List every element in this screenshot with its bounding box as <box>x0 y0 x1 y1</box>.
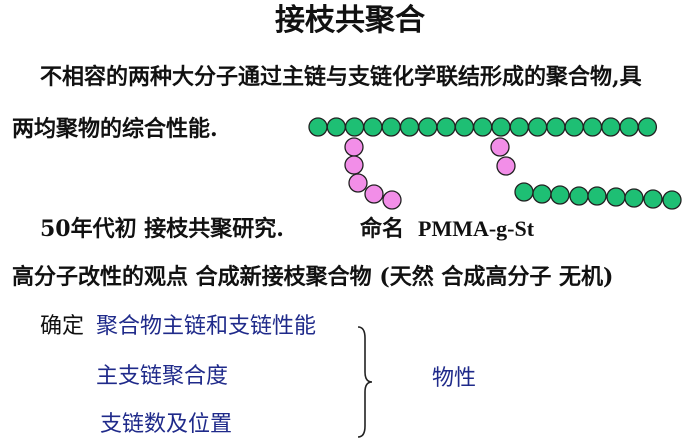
history-text: 50年代初 接枝共聚研究. <box>40 216 284 242</box>
branch2-green-bead <box>662 190 682 210</box>
backbone-bead <box>363 117 383 137</box>
naming-value: PMMA-g-St <box>418 216 535 241</box>
modification-viewpoint: 高分子改性的观点 合成新接枝聚合物 (天然 合成高分子 无机) <box>12 264 614 290</box>
backbone-bead <box>381 117 401 137</box>
determine-item-3: 支链数及位置 <box>100 412 233 437</box>
branch2-green-bead <box>624 188 644 208</box>
backbone-bead <box>527 117 548 137</box>
backbone-bead <box>473 117 493 137</box>
backbone-bead <box>454 117 475 137</box>
determine-item-2: 主支链聚合度 <box>96 364 229 389</box>
right-brace <box>357 326 373 438</box>
branch1-bead <box>344 155 364 175</box>
branch2-pink-bead <box>496 156 516 176</box>
branch2-green-bead <box>587 186 607 206</box>
backbone-bead <box>418 117 438 137</box>
naming-label: 命名 <box>360 216 405 242</box>
backbone-bead <box>326 117 346 137</box>
backbone-bead <box>308 117 328 137</box>
branch2-pink-bead <box>490 137 510 157</box>
branch2-green-bead <box>606 187 626 207</box>
branch2-green-bead <box>569 186 589 206</box>
backbone-bead <box>546 117 566 137</box>
branch1-bead <box>344 137 364 157</box>
backbone-bead <box>637 117 658 137</box>
branch1-bead <box>382 190 402 210</box>
result-property: 物性 <box>432 366 477 391</box>
backbone-bead <box>491 117 511 137</box>
definition-line-2: 两均聚物的综合性能. <box>12 116 218 142</box>
backbone-bead <box>399 117 420 137</box>
branch2-green-bead <box>643 189 663 209</box>
branch2-green-bead <box>550 185 570 205</box>
backbone-bead <box>601 117 621 137</box>
branch2-green-bead <box>514 182 534 202</box>
page-title: 接枝共聚合 <box>275 3 425 38</box>
branch2-green-bead <box>532 184 552 204</box>
backbone-bead <box>582 117 603 137</box>
determine-label: 确定 <box>40 314 85 339</box>
backbone-bead <box>344 117 365 137</box>
backbone-bead <box>436 117 456 137</box>
backbone-bead <box>619 117 639 137</box>
determine-item-1: 聚合物主链和支链性能 <box>96 314 317 339</box>
branch1-bead <box>364 184 384 204</box>
backbone-bead <box>564 117 584 137</box>
definition-line-1: 不相容的两种大分子通过主链与支链化学联结形成的聚合物,具 <box>40 64 642 90</box>
backbone-bead <box>509 117 529 137</box>
branch1-bead <box>348 173 368 193</box>
